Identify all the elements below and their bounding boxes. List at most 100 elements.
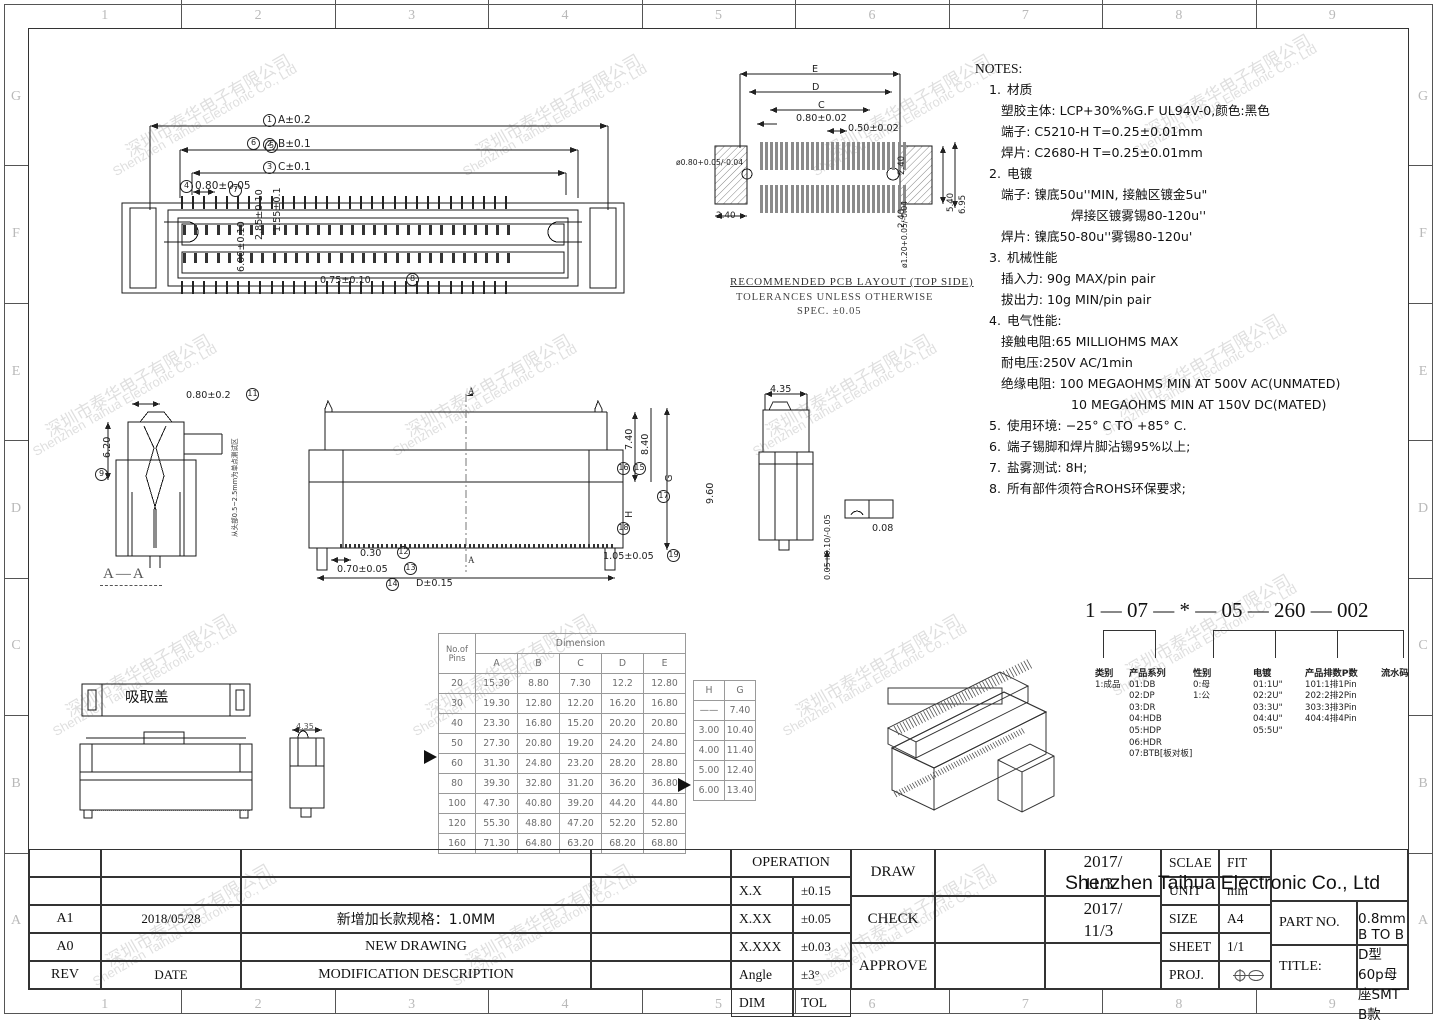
zone-label-8-top: 8 [1175, 8, 1183, 23]
dimtable-corner-header: No.of Pins [438, 633, 476, 674]
rev-date-cell: 2018/05/28 [101, 905, 241, 933]
pn-legend-option: 03:DR [1129, 702, 1156, 713]
dimtable-cell: 52.20 [601, 813, 644, 834]
callout-16: 16 [617, 462, 630, 475]
signoff-name-cell [935, 943, 1045, 989]
tolerance-dim-cell: X.X [731, 877, 793, 905]
dimtable-cell: 31.20 [559, 773, 602, 794]
pn-legend-option: 1:成品 [1095, 679, 1121, 690]
section-aa-label: A—A [103, 566, 146, 582]
note-number: 6. [988, 439, 1001, 454]
pn-legend-option: 101:1排1Pin [1305, 679, 1357, 690]
zone-label-D-rt: D [1417, 501, 1429, 516]
zone-label-3-bot: 3 [408, 997, 416, 1012]
pn-legend-title: 电镀 [1253, 668, 1272, 679]
dimtable-cell: 16.80 [517, 713, 560, 734]
projection-symbol-icon [1231, 968, 1265, 982]
dimtable-cell: 24.80 [643, 733, 686, 754]
dimtable-pin-count: 50 [438, 733, 476, 754]
title-value: 0.8mm B TO B D型60p母座SMT B款 [1358, 911, 1406, 1023]
spec-key: UNIT [1169, 883, 1202, 898]
note-line: 焊片: 镍底50-80u''雾锡80-120u' [1001, 229, 1193, 244]
rev-empty-cell [101, 877, 241, 905]
side-dim-flat: 0.05+0.10/-0.05 [823, 514, 832, 580]
spec-key-cell: PROJ. [1161, 961, 1219, 989]
rev-desc-cell: MODIFICATION DESCRIPTION [241, 961, 591, 989]
note-line: 焊片: C2680-H T=0.25±0.01mm [1001, 145, 1203, 160]
tolerance-dim-cell: Angle [731, 961, 793, 989]
pn-legend-option: 04:HDB [1129, 714, 1162, 725]
sec-dim-080: 0.80±0.2 [186, 390, 231, 401]
zone-label-2-top: 2 [254, 8, 262, 23]
tolerance-dim: X.X [739, 883, 762, 898]
hgtable-cell: 13.40 [724, 780, 756, 801]
tolerance-dim: X.XX [739, 911, 772, 926]
hg-table-row-marker [678, 778, 691, 792]
tolerance-dim: Angle [739, 967, 772, 982]
pn-leader-line [1213, 630, 1214, 658]
front-dim-d: D±0.15 [416, 578, 453, 589]
callout-18: 18 [617, 522, 630, 535]
pcb-dim-695: 6.95 [958, 194, 968, 214]
signoff-role-cell: DRAW [851, 849, 935, 896]
front-dim-070: 0.70±0.05 [337, 564, 388, 575]
spec-value-cell [1219, 961, 1271, 989]
spec-key-cell: SCLAE [1161, 849, 1219, 877]
pn-legend-title: 类别 [1095, 668, 1114, 679]
dimtable-cell: 63.20 [559, 833, 602, 854]
pn-legend-option: 02:DP [1129, 691, 1155, 702]
hgtable-cell: 5.00 [693, 760, 725, 781]
zone-label-B-left: B [11, 775, 21, 791]
dimtable-cell: 39.20 [559, 793, 602, 814]
dimtable-cell: 23.20 [559, 753, 602, 774]
front-dim-g: G [664, 474, 675, 482]
note-item: 2.电镀 [975, 163, 1425, 184]
callout-7: 7 [229, 184, 242, 197]
pn-legend-option: 01:1U" [1253, 679, 1283, 690]
rev-empty-cell [591, 877, 731, 905]
zone-label-E-left: E [11, 363, 21, 379]
tolerance-header-cell: OPERATION [731, 849, 851, 877]
section-mark-top: A [468, 386, 475, 396]
pn-leader-bar [1337, 630, 1403, 631]
zone-label-7-top: 7 [1021, 8, 1029, 23]
pcb-dim-pitch: 0.80±0.02 [796, 113, 847, 124]
note-item: 5.使用环境: −25° C TO +85° C. [975, 415, 1425, 436]
pn-legend-title: 性别 [1193, 668, 1212, 679]
dimtable-cell: 68.20 [601, 833, 644, 854]
pin-array [760, 185, 908, 213]
signoff-name-cell [935, 896, 1045, 943]
spec-value-cell: FIT [1219, 849, 1271, 877]
pn-leader-line [1275, 630, 1276, 658]
side-dim-960: 9.60 [705, 482, 716, 504]
tolerance-value-cell: ±0.15 [793, 877, 851, 905]
tolerance-value: ±0.15 [801, 883, 831, 898]
pcb-caption-spec: SPEC. ±0.05 [797, 306, 862, 317]
callout-1: 1 [263, 114, 276, 127]
callout-17: 17 [657, 490, 670, 503]
title-label: TITLE: [1279, 959, 1322, 974]
pcb-dim-width: 0.50±0.02 [848, 123, 899, 134]
pin-array [181, 281, 517, 294]
sec-test-zone-note: 从头部0.5~2.5mm为单点测试区 [231, 438, 239, 537]
zone-label-1-bot: 1 [101, 997, 109, 1012]
pn-leader-line [1103, 630, 1104, 658]
hgtable-cell: 10.40 [724, 720, 756, 741]
tolerance-value: ±3° [801, 967, 820, 982]
dimtable-cell: 47.20 [559, 813, 602, 834]
rev-desc: MODIFICATION DESCRIPTION [318, 967, 514, 982]
rev-spare-cell [591, 933, 731, 961]
pn-legend-option: 07:BTB[板对板] [1129, 749, 1193, 760]
title-label-cell: TITLE: [1271, 945, 1357, 989]
front-dim-840: 8.40 [640, 433, 651, 455]
pin-array [183, 253, 519, 263]
